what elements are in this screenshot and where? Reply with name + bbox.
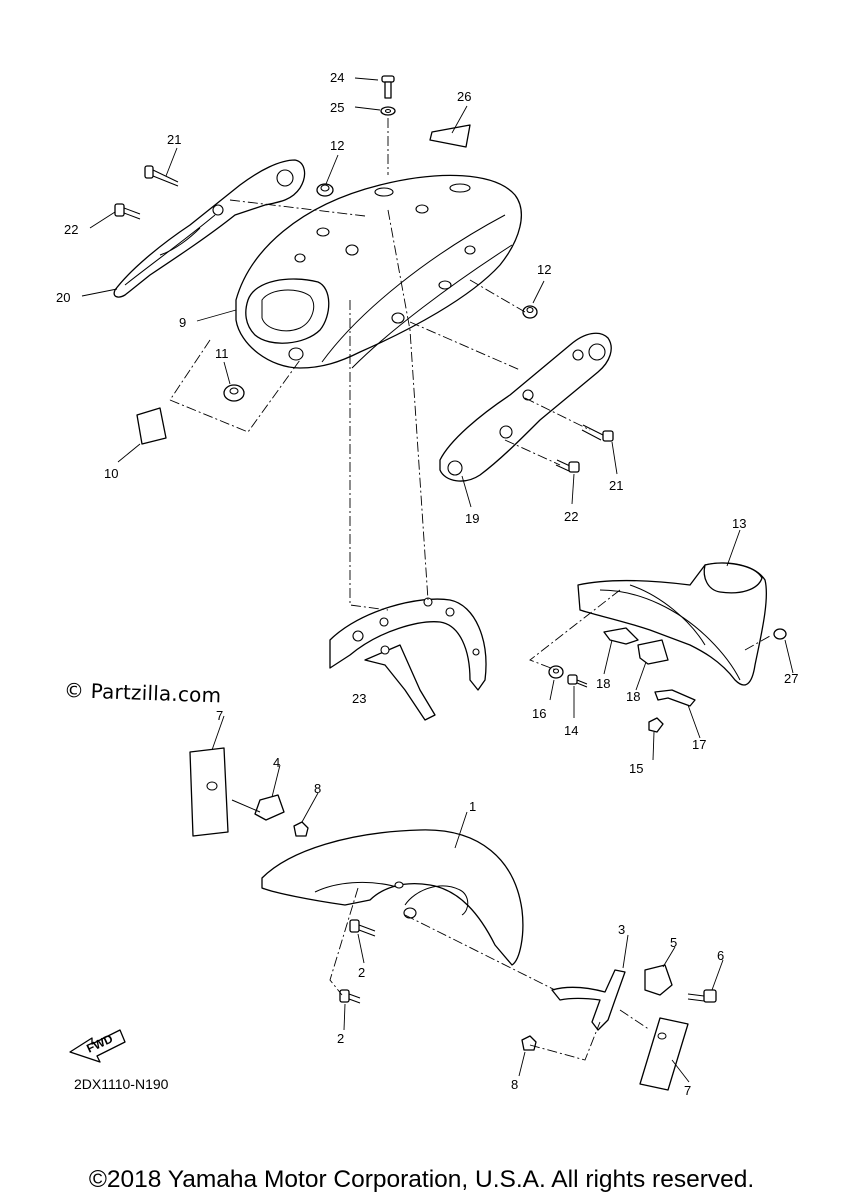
callout-18-a[interactable]: 18 xyxy=(596,676,610,691)
callouts: 24 25 26 12 21 22 20 9 11 10 12 21 22 19… xyxy=(56,70,798,1098)
stay-23[interactable] xyxy=(329,597,487,721)
washer-16[interactable] xyxy=(548,665,564,679)
bracket-left[interactable] xyxy=(113,159,306,298)
washer-25[interactable] xyxy=(380,106,396,116)
callout-2-upper[interactable]: 2 xyxy=(358,965,365,980)
callout-25[interactable]: 25 xyxy=(330,100,344,115)
bolt-14[interactable] xyxy=(567,674,588,688)
callout-20[interactable]: 20 xyxy=(56,290,70,305)
callout-1[interactable]: 1 xyxy=(469,799,476,814)
bracket-right[interactable] xyxy=(439,332,612,482)
callout-13[interactable]: 13 xyxy=(732,516,746,531)
bracket-5[interactable] xyxy=(644,964,673,996)
callout-7-bottom[interactable]: 7 xyxy=(684,1083,691,1098)
callout-16[interactable]: 16 xyxy=(532,706,546,721)
callout-27[interactable]: 27 xyxy=(784,671,798,686)
bolt-22-top[interactable] xyxy=(114,203,141,220)
callout-12-top[interactable]: 12 xyxy=(330,138,344,153)
bracket-3[interactable] xyxy=(551,969,626,1031)
reflector-7-right[interactable] xyxy=(639,1017,689,1091)
pad-10[interactable] xyxy=(136,407,167,445)
copyright-notice: ©2018 Yamaha Motor Corporation, U.S.A. A… xyxy=(88,1166,755,1193)
fwd-arrow-icon: FWD xyxy=(69,1029,126,1063)
nut-8-upper[interactable] xyxy=(293,821,309,837)
bolt-24[interactable] xyxy=(381,75,395,99)
callout-21-right[interactable]: 21 xyxy=(609,478,623,493)
bolt-2-upper[interactable] xyxy=(349,919,376,937)
callout-11[interactable]: 11 xyxy=(215,346,229,361)
assembly-lines xyxy=(169,118,771,1061)
grommet-11[interactable] xyxy=(223,384,245,402)
nut-8-lower[interactable] xyxy=(521,1035,537,1051)
bolt-21-right[interactable] xyxy=(581,424,614,442)
grommet-12-top[interactable] xyxy=(316,183,334,197)
callout-5[interactable]: 5 xyxy=(670,935,677,950)
callout-21-top[interactable]: 21 xyxy=(167,132,181,147)
callout-26[interactable]: 26 xyxy=(457,89,471,104)
bolt-2-lower[interactable] xyxy=(339,989,361,1004)
nut-27[interactable] xyxy=(773,628,787,640)
callout-10[interactable]: 10 xyxy=(104,466,118,481)
callout-17[interactable]: 17 xyxy=(692,737,706,752)
callout-23[interactable]: 23 xyxy=(352,691,366,706)
reflector-7-left[interactable] xyxy=(189,747,229,837)
holder-18b[interactable] xyxy=(637,639,669,665)
plate-17[interactable] xyxy=(654,689,696,707)
callout-3[interactable]: 3 xyxy=(618,922,625,937)
holder-18a[interactable] xyxy=(603,627,639,645)
leader-lines xyxy=(81,77,794,1083)
nut-15[interactable] xyxy=(648,717,664,733)
callout-12-right[interactable]: 12 xyxy=(537,262,551,277)
callout-8-top[interactable]: 8 xyxy=(314,781,321,796)
bolt-6[interactable] xyxy=(687,989,717,1003)
bolt-21-top[interactable] xyxy=(144,165,179,187)
callout-19[interactable]: 19 xyxy=(465,511,479,526)
callout-18-b[interactable]: 18 xyxy=(626,689,640,704)
label-26[interactable] xyxy=(429,124,471,148)
callout-7-top[interactable]: 7 xyxy=(216,708,223,723)
rear-fender[interactable] xyxy=(235,174,522,369)
flap-13[interactable] xyxy=(577,562,768,686)
callout-22-right[interactable]: 22 xyxy=(564,509,578,524)
callout-8-bottom[interactable]: 8 xyxy=(511,1077,518,1092)
callout-15[interactable]: 15 xyxy=(629,761,643,776)
callout-24[interactable]: 24 xyxy=(330,70,344,85)
callout-9[interactable]: 9 xyxy=(179,315,186,330)
callout-14[interactable]: 14 xyxy=(564,723,578,738)
diagram-code: 2DX1110-N190 xyxy=(74,1076,169,1092)
callout-22-top[interactable]: 22 xyxy=(64,222,78,237)
bolt-22-right[interactable] xyxy=(555,459,580,473)
bracket-4[interactable] xyxy=(231,794,285,821)
callout-6[interactable]: 6 xyxy=(717,948,724,963)
front-fender[interactable] xyxy=(261,829,524,966)
callout-2-lower[interactable]: 2 xyxy=(337,1031,344,1046)
callout-4[interactable]: 4 xyxy=(273,755,280,770)
grommet-12-right[interactable] xyxy=(522,305,538,319)
